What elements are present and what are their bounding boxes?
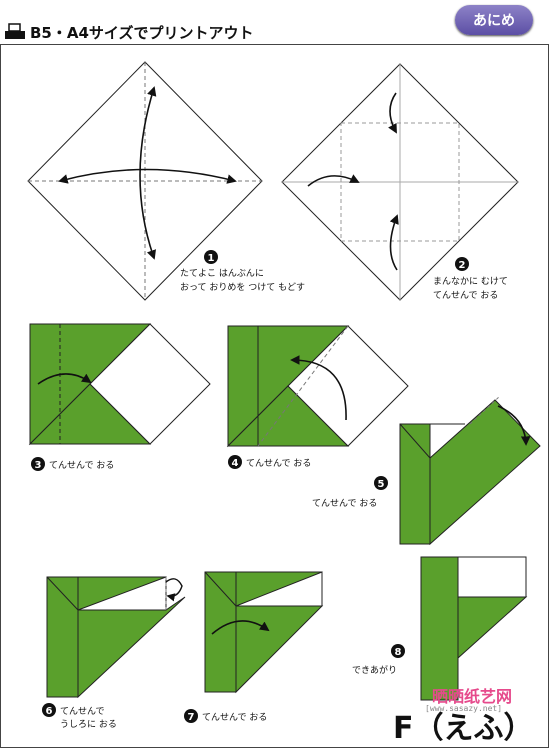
step-1-diagram	[27, 61, 263, 301]
step-6-caption-line-1: てんせんで	[60, 706, 105, 717]
watermark-site-name: 晒晒纸艺网	[432, 687, 513, 706]
step-6-number: 6	[42, 703, 56, 717]
svg-text:2: 2	[459, 260, 466, 271]
page-header: B5・A4サイズでプリントアウト あにめ	[0, 0, 550, 46]
svg-text:7: 7	[188, 712, 195, 723]
step-5-number: 5	[374, 476, 388, 490]
svg-text:6: 6	[46, 706, 53, 717]
step-1-caption-line-1: たてよこ はんぶんに	[180, 268, 264, 279]
step-3-caption: てんせんで おる	[49, 460, 114, 471]
step-7-diagram	[204, 571, 324, 694]
step-4-caption: てんせんで おる	[246, 458, 311, 469]
step-3-number: 3	[31, 457, 45, 471]
step-2-diagram	[281, 63, 519, 301]
step-1-number: 1	[204, 250, 218, 264]
step-8-finished-f	[420, 556, 528, 701]
anime-badge-button[interactable]: あにめ	[455, 5, 533, 35]
svg-text:1: 1	[208, 253, 215, 264]
watermark-url: [www.sasazy.net]	[425, 704, 503, 713]
printer-icon	[5, 23, 25, 39]
step-4-number: 4	[228, 455, 242, 469]
step-6-caption-line-2: うしろに おる	[60, 719, 117, 730]
step-2-caption-line-1: まんなかに むけて	[433, 276, 508, 287]
step-5-caption: てんせんで おる	[312, 498, 377, 509]
step-7-number: 7	[184, 709, 198, 723]
step-7-caption: てんせんで おる	[202, 712, 267, 723]
svg-text:8: 8	[395, 647, 402, 658]
svg-text:5: 5	[378, 479, 385, 490]
step-4-diagram	[226, 325, 409, 448]
step-3-diagram	[28, 323, 211, 446]
step-5-diagram	[399, 395, 541, 546]
result-label: F（えふ）	[393, 711, 534, 746]
step-1-caption-line-2: おって おりめを つけて もどす	[180, 282, 305, 293]
step-2-caption-line-2: てんせんで おる	[433, 290, 498, 301]
diagram-frame	[0, 44, 549, 748]
svg-text:3: 3	[35, 460, 42, 471]
page-title: B5・A4サイズでプリントアウト	[30, 24, 254, 42]
svg-text:4: 4	[232, 458, 239, 469]
step-6-diagram	[46, 576, 186, 699]
step-2-number: 2	[455, 257, 469, 271]
step-8-caption: できあがり	[352, 664, 397, 676]
step-8-number: 8	[391, 644, 405, 658]
